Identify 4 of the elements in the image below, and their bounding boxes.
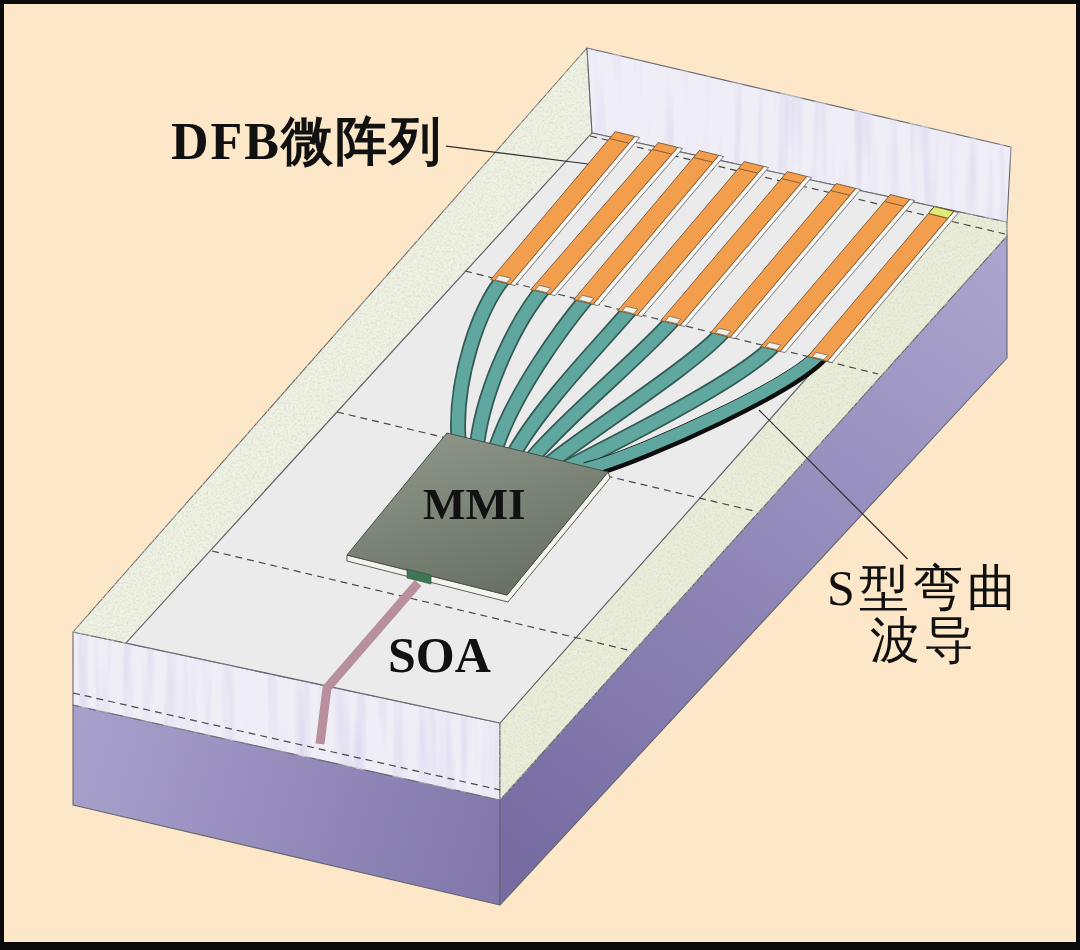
callout-label: DFB微阵列 [171,116,443,168]
callout-label: S型弯曲波导 [821,562,1027,666]
leader-line [758,409,909,560]
part-label: SOA [388,626,491,684]
